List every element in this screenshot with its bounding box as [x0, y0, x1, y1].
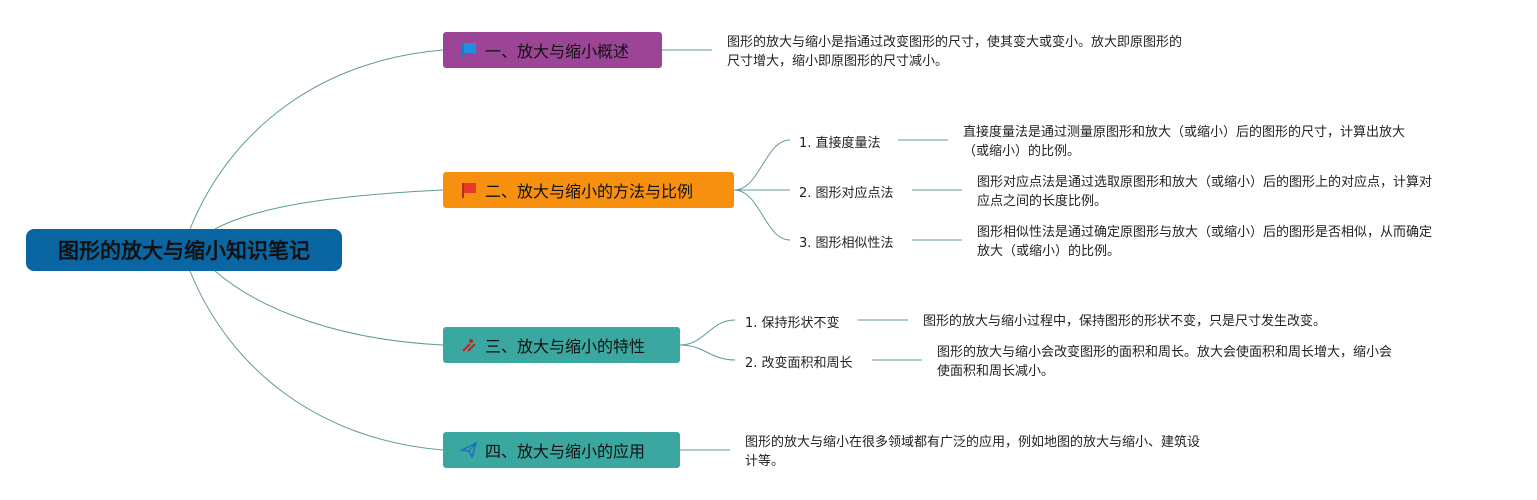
root-title: 图形的放大与缩小知识笔记: [58, 239, 310, 263]
branch-label: 二、放大与缩小的方法与比例: [485, 182, 694, 201]
sub-corresponding-points[interactable]: 2. 图形对应点法: [799, 186, 894, 201]
paper-plane-icon: [459, 440, 479, 460]
branch-applications[interactable]: 四、放大与缩小的应用: [443, 432, 680, 468]
sub-area-perimeter[interactable]: 2. 改变面积和周长: [745, 356, 853, 371]
branch-methods[interactable]: 二、放大与缩小的方法与比例: [443, 172, 734, 208]
root-topic[interactable]: 图形的放大与缩小知识笔记: [26, 229, 342, 271]
sub-similarity-desc: 图形相似性法是通过确定原图形与放大（或缩小）后的图形是否相似，从而确定 放大（或…: [977, 225, 1433, 259]
branch-properties[interactable]: 三、放大与缩小的特性: [443, 327, 680, 363]
sub-shape-unchanged-desc: 图形的放大与缩小过程中，保持图形的形状不变，只是尺寸发生改变。: [923, 314, 1327, 329]
branch-overview-desc: 图形的放大与缩小是指通过改变图形的尺寸，使其变大或变小。放大即原图形的 尺寸增大…: [727, 35, 1183, 69]
sub-direct-measure[interactable]: 1. 直接度量法: [799, 136, 881, 151]
flag-red-icon: [459, 180, 479, 200]
sub-direct-measure-desc: 直接度量法是通过测量原图形和放大（或缩小）后的图形的尺寸，计算出放大 （或缩小）…: [963, 125, 1406, 159]
sub-shape-unchanged[interactable]: 1. 保持形状不变: [745, 316, 840, 331]
flag-blue-icon: [459, 40, 479, 60]
tools-icon: [459, 335, 479, 355]
branch-overview[interactable]: 一、放大与缩小概述: [443, 32, 662, 68]
sub-similarity[interactable]: 3. 图形相似性法: [799, 236, 894, 251]
sub-corresponding-points-desc: 图形对应点法是通过选取原图形和放大（或缩小）后的图形上的对应点，计算对 应点之间…: [977, 175, 1433, 209]
sub-area-perimeter-desc: 图形的放大与缩小会改变图形的面积和周长。放大会使面积和周长增大，缩小会 使面积和…: [937, 345, 1393, 379]
branch-label: 四、放大与缩小的应用: [485, 442, 646, 461]
branch-applications-desc: 图形的放大与缩小在很多领域都有广泛的应用，例如地图的放大与缩小、建筑设 计等。: [745, 435, 1201, 469]
branch-label: 一、放大与缩小概述: [485, 42, 630, 61]
branch-label: 三、放大与缩小的特性: [485, 337, 646, 356]
